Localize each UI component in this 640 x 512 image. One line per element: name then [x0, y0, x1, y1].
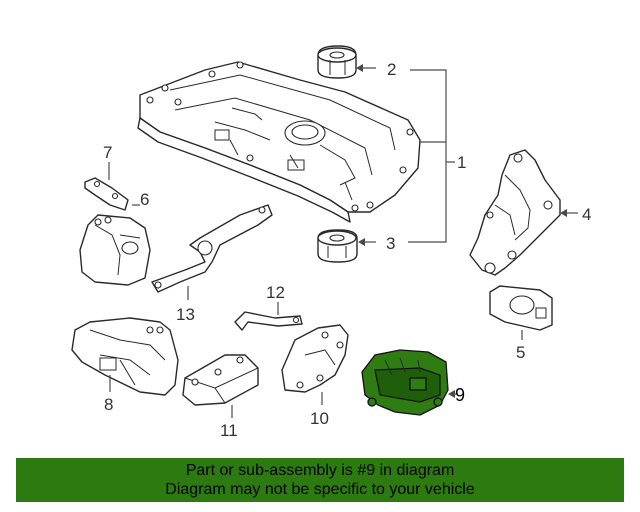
part-subframe[interactable]	[137, 61, 421, 223]
callout-1: 1	[457, 153, 466, 172]
banner-line-1: Part or sub-assembly is #9 in diagram	[185, 462, 455, 479]
part-small-bracket[interactable]	[84, 177, 129, 211]
callout-10: 10	[310, 409, 329, 428]
callout-13: 13	[176, 305, 195, 324]
callout-12: 12	[266, 283, 285, 302]
callout-3: 3	[386, 234, 395, 253]
part-support-bracket[interactable]	[281, 324, 349, 393]
part-engine-mount[interactable]	[79, 214, 151, 286]
callout-5: 5	[516, 343, 525, 362]
diagram-notice-banner: Part or sub-assembly is #9 in diagram Di…	[16, 458, 624, 502]
part-bushing-upper[interactable]	[317, 45, 357, 79]
callout-4: 4	[582, 205, 591, 224]
callout-7: 7	[103, 143, 112, 162]
callout-8: 8	[104, 395, 113, 414]
part-transmission-mount[interactable]	[71, 317, 179, 396]
part-torque-arm[interactable]	[151, 204, 273, 293]
part-small-mount[interactable]	[489, 285, 553, 331]
callout-6: 6	[140, 190, 149, 209]
callout-9: 9	[455, 385, 465, 405]
part-9-highlighted[interactable]	[361, 349, 449, 416]
callout-2: 2	[387, 60, 396, 79]
banner-line-2: Diagram may not be specific to your vehi…	[165, 481, 475, 498]
part-mount-bracket[interactable]	[469, 149, 561, 276]
leader-lines	[108, 64, 578, 418]
part-bushing-lower[interactable]	[317, 229, 358, 263]
callout-11: 11	[220, 421, 238, 440]
parts-diagram: 1 2 3 4 5 6 7 8 9 10 11 12 13	[71, 45, 591, 440]
part-strap[interactable]	[234, 311, 303, 331]
part-block-mount[interactable]	[182, 354, 259, 406]
